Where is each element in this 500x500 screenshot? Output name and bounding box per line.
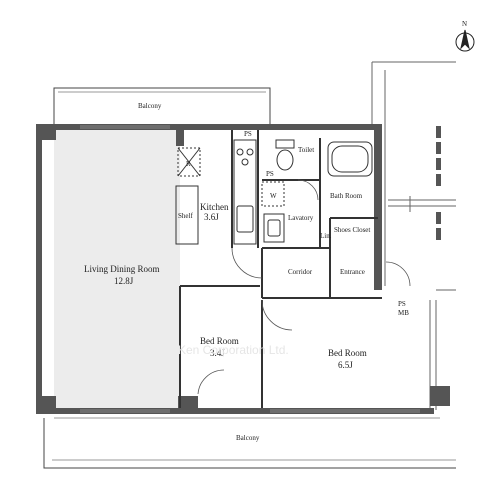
pillar-kitchen	[176, 130, 184, 146]
bedroom2-name: Bed Room	[328, 348, 367, 358]
shelf	[175, 185, 199, 245]
washer-label: W	[270, 192, 277, 200]
ps-mb-label-2: MB	[398, 309, 409, 317]
toilet-label: Toilet	[298, 146, 314, 154]
refrigerator-label: R	[186, 160, 191, 168]
windows	[80, 125, 420, 413]
watermark: Ken Corporation Ltd.	[178, 343, 289, 357]
interior-walls	[179, 130, 382, 408]
stair-hatch	[436, 126, 441, 240]
bathtub	[327, 141, 373, 177]
bedroom1-size: 3.4J	[210, 348, 225, 358]
balcony-top-label: Balcony	[138, 102, 162, 110]
washer	[261, 181, 285, 207]
bedroom2-size: 6.5J	[338, 360, 353, 370]
north-compass-icon	[455, 29, 475, 52]
balcony-top	[53, 87, 271, 128]
lin-label: Lin.	[320, 232, 332, 240]
kitchen-name: Kitchen	[200, 202, 229, 212]
lavatory-label: Lavatory	[288, 214, 314, 222]
ps-mid-label: PS	[266, 170, 274, 178]
balcony-bottom-label: Balcony	[236, 434, 260, 442]
corridor-label: Corridor	[288, 268, 313, 276]
living-room-name: Living Dining Room	[84, 264, 160, 274]
toilet-fixture	[275, 139, 295, 171]
bedroom1-name: Bed Room	[200, 336, 239, 346]
entrance-label: Entrance	[340, 268, 365, 276]
door-swings	[197, 179, 411, 395]
exterior-walls	[36, 124, 450, 414]
refrigerator	[177, 147, 201, 177]
kitchen-size: 3.6J	[204, 212, 219, 222]
living-room-size: 12.8J	[114, 276, 134, 286]
balcony-bottom	[43, 417, 456, 469]
ps-top-label: PS	[244, 130, 252, 138]
bath-room-label: Bath Room	[330, 192, 363, 200]
shelf-label: Shelf	[178, 212, 193, 220]
ps-mb-label-1: PS	[398, 300, 406, 308]
exterior-corridor	[371, 61, 456, 410]
north-label: N	[462, 20, 467, 28]
living-room-floor	[54, 130, 180, 410]
kitchen-counter	[233, 139, 257, 245]
lavatory-sink	[263, 213, 285, 243]
shoes-closet-label: Shoes Closet	[334, 226, 370, 234]
